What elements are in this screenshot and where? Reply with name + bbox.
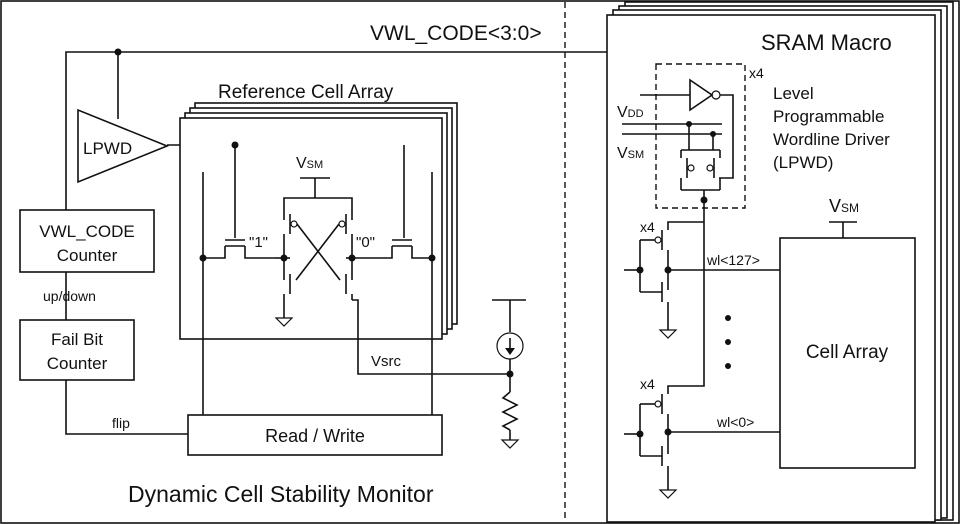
reference-cell-array-sheet: [179, 117, 443, 340]
lower-x4-label: x4: [640, 376, 655, 392]
vsrc-wire: [352, 299, 510, 375]
lower-wordline-driver: x4 wl<0>: [624, 372, 780, 499]
flip-wire: [65, 380, 188, 435]
ground-icon: [500, 439, 520, 449]
vwl-code-counter-line1: VWL_CODE: [39, 222, 134, 241]
fail-bit-counter-box: [19, 319, 135, 381]
up-down-label: up/down: [43, 288, 96, 304]
node-label-one: "1": [249, 234, 268, 251]
inverter-icon: [689, 78, 714, 112]
cell-array-box: [779, 237, 916, 469]
vsrc-bias-branch: [492, 299, 526, 449]
lpwd-buffer-triangle: [77, 108, 170, 184]
ellipsis-dot: [725, 339, 731, 345]
upper-wordline-driver: x4 wl<127>: [624, 219, 780, 339]
upper-x4-label: x4: [640, 219, 655, 235]
cell-array-label: Cell Array: [806, 342, 889, 363]
flip-label: flip: [112, 415, 130, 431]
ellipsis-dot: [725, 315, 731, 321]
lpwd-desc-line3: Wordline Driver: [773, 130, 890, 149]
read-write-box: [187, 414, 443, 456]
fail-bit-counter-line2: Counter: [47, 354, 108, 373]
monitor-title: Dynamic Cell Stability Monitor: [128, 481, 434, 507]
fail-bit-counter-line1: Fail Bit: [51, 330, 103, 349]
sram-macro: SRAM Macro x4 VDD VSM Level Program: [606, 1, 954, 523]
lpwd-dashed-box: [655, 63, 746, 209]
ellipsis-dot: [725, 363, 731, 369]
vdd-label: VDD: [617, 104, 644, 121]
wl-0-label: wl<0>: [716, 414, 754, 430]
lpwd-x4-label: x4: [749, 65, 764, 81]
reference-cell-array-label: Reference Cell Array: [218, 82, 394, 103]
dynamic-cell-stability-monitor: VWL_CODE<3:0> LPWD VWL_CODE Counter up/d…: [19, 22, 641, 507]
vsm-array-label: VSM: [829, 196, 859, 216]
junction-dot: [506, 370, 514, 378]
vsrc-label: Vsrc: [371, 353, 402, 370]
vsm-ref-label: VSM: [296, 155, 323, 172]
lpwd-label: LPWD: [83, 139, 132, 158]
sram-macro-title: SRAM Macro: [761, 30, 892, 55]
node-label-zero: "0": [356, 234, 375, 251]
lpwd-desc-line1: Level: [773, 84, 814, 103]
vwl-code-counter-line2: Counter: [57, 246, 118, 265]
vwl-code-bus-label: VWL_CODE<3:0>: [370, 22, 542, 45]
wl-127-label: wl<127>: [706, 252, 760, 268]
lpwd-desc-line2: Programmable: [773, 107, 885, 126]
vwl-code-counter-box: [19, 209, 155, 273]
reference-6t-cell: VSM: [199, 141, 510, 415]
read-write-label: Read / Write: [265, 426, 365, 446]
resistor-icon: [501, 391, 519, 431]
vsm-lpwd-label: VSM: [617, 145, 644, 162]
lpwd-desc-line4: (LPWD): [773, 153, 833, 172]
